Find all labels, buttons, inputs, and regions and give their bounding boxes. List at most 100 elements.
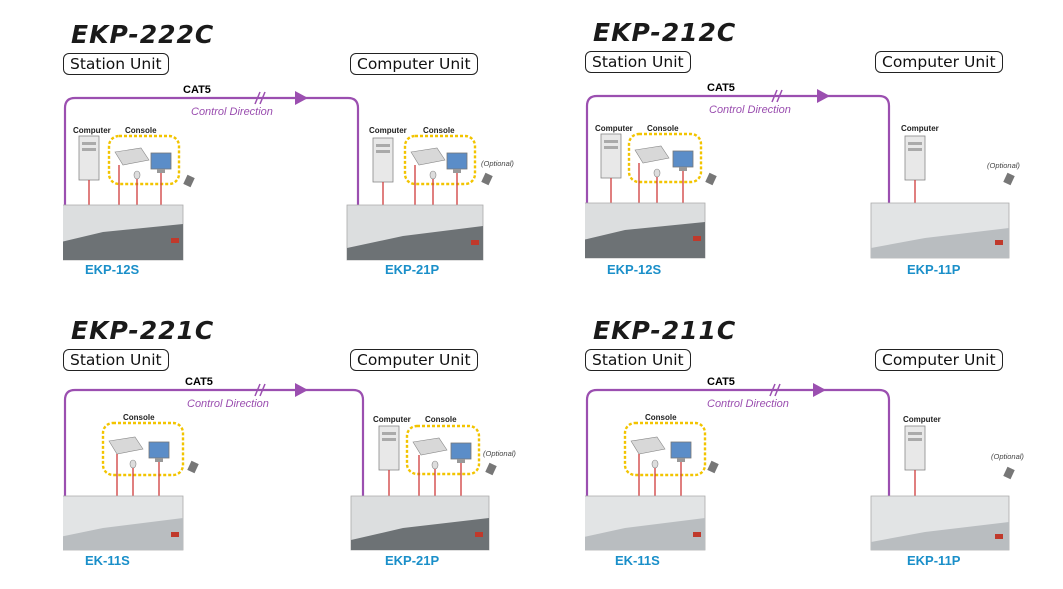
connection-diagram: CAT5 Control Direction Console Computer … bbox=[63, 376, 516, 551]
computer-model-label: EKP-11P bbox=[907, 262, 961, 277]
direction-arrow bbox=[295, 383, 308, 397]
console-label: Console bbox=[425, 415, 457, 424]
computer-label: Computer bbox=[373, 415, 411, 424]
station-model-label: EK-11S bbox=[85, 553, 130, 568]
keyboard-icon bbox=[630, 436, 666, 455]
console-ring bbox=[623, 421, 707, 477]
console-ring bbox=[101, 421, 185, 477]
power-adapter-icon bbox=[183, 174, 195, 188]
station-unit-label: Station Unit bbox=[585, 51, 691, 73]
computer-tower-icon bbox=[78, 135, 100, 181]
power-adapter-icon bbox=[705, 172, 717, 186]
computer-tower-icon bbox=[600, 133, 622, 179]
computer-label: Computer bbox=[901, 124, 939, 133]
connection-diagram: CAT5 Control Direction Computer Console … bbox=[585, 82, 1020, 259]
station-model-label: EK-11S bbox=[615, 553, 660, 568]
power-adapter-icon bbox=[1003, 466, 1015, 480]
panel-title: EKP-221C bbox=[71, 316, 215, 345]
keyboard-icon bbox=[108, 436, 144, 455]
computer-unit-label: Computer Unit bbox=[350, 53, 478, 75]
computer-device-image bbox=[346, 204, 484, 261]
monitor-icon bbox=[450, 442, 472, 463]
computer-model-label: EKP-11P bbox=[907, 553, 961, 568]
keyboard-icon bbox=[412, 437, 448, 456]
power-adapter-icon bbox=[1003, 172, 1015, 186]
monitor-icon bbox=[670, 441, 692, 462]
station-device-image bbox=[63, 204, 184, 261]
console-label: Console bbox=[423, 126, 455, 135]
computer-device-image bbox=[870, 495, 1010, 551]
console-ring bbox=[405, 424, 481, 476]
panel-ekp-211c: EKP-211C Station Unit Computer Unit CAT5… bbox=[585, 296, 1063, 586]
console-ring bbox=[403, 134, 477, 186]
direction-label: Control Direction bbox=[707, 398, 789, 410]
panel-title: EKP-212C bbox=[593, 18, 737, 47]
computer-tower-icon bbox=[372, 137, 394, 183]
mouse-icon bbox=[129, 459, 137, 469]
computer-device-image bbox=[870, 202, 1010, 259]
cat5-cable bbox=[63, 96, 360, 205]
station-model-label: EKP-12S bbox=[85, 262, 140, 277]
computer-label: Computer bbox=[369, 126, 407, 135]
console-ring bbox=[627, 132, 703, 184]
station-model-label: EKP-12S bbox=[607, 262, 662, 277]
direction-label: Control Direction bbox=[187, 398, 269, 410]
direction-label: Control Direction bbox=[191, 106, 273, 118]
panel-title: EKP-211C bbox=[593, 316, 737, 345]
keyboard-icon bbox=[114, 147, 150, 166]
computer-device-image bbox=[350, 495, 490, 551]
cable-label: CAT5 bbox=[183, 84, 211, 96]
console-label: Console bbox=[645, 413, 677, 422]
panel-ekp-221c: EKP-221C Station Unit Computer Unit CAT5… bbox=[63, 296, 563, 586]
cable-label: CAT5 bbox=[707, 82, 735, 94]
panel-ekp-222c: EKP-222C Station Unit Computer Unit CAT5… bbox=[63, 0, 563, 290]
computer-tower-icon bbox=[904, 425, 926, 471]
station-unit-label: Station Unit bbox=[585, 349, 691, 371]
station-device-image bbox=[585, 495, 706, 551]
cat5-cable bbox=[63, 388, 365, 496]
cat5-cable bbox=[585, 94, 891, 203]
computer-unit-label: Computer Unit bbox=[875, 349, 1003, 371]
optional-label: (Optional) bbox=[991, 452, 1024, 461]
console-ring bbox=[107, 134, 181, 186]
monitor-icon bbox=[446, 152, 468, 173]
power-adapter-icon bbox=[707, 460, 719, 474]
optional-label: (Optional) bbox=[987, 161, 1020, 170]
computer-tower-icon bbox=[904, 135, 926, 181]
direction-arrow bbox=[813, 383, 826, 397]
console-label: Console bbox=[123, 413, 155, 422]
mouse-icon bbox=[653, 168, 661, 178]
panel-ekp-212c: EKP-212C Station Unit Computer Unit CAT5… bbox=[585, 0, 1063, 288]
connection-diagram: CAT5 Control Direction Computer Console … bbox=[63, 84, 514, 261]
computer-unit-label: Computer Unit bbox=[875, 51, 1003, 73]
monitor-icon bbox=[148, 441, 170, 462]
direction-arrow bbox=[817, 89, 830, 103]
power-adapter-icon bbox=[485, 462, 497, 476]
computer-label: Computer bbox=[73, 126, 111, 135]
cat5-cable bbox=[585, 388, 891, 496]
computer-unit-label: Computer Unit bbox=[350, 349, 478, 371]
console-label: Console bbox=[647, 124, 679, 133]
power-adapter-icon bbox=[187, 460, 199, 474]
computer-model-label: EKP-21P bbox=[385, 262, 440, 277]
optional-label: (Optional) bbox=[481, 159, 514, 168]
station-device-image bbox=[63, 495, 184, 551]
keyboard-icon bbox=[410, 147, 446, 166]
computer-model-label: EKP-21P bbox=[385, 553, 440, 568]
cable-label: CAT5 bbox=[707, 376, 735, 388]
monitor-icon bbox=[150, 152, 172, 173]
connection-diagram: CAT5 Control Direction Console Computer … bbox=[585, 376, 1024, 551]
keyboard-icon bbox=[634, 145, 670, 164]
station-unit-label: Station Unit bbox=[63, 349, 169, 371]
mouse-icon bbox=[429, 170, 437, 180]
mouse-icon bbox=[431, 460, 439, 470]
station-device-image bbox=[585, 202, 706, 259]
mouse-icon bbox=[133, 170, 141, 180]
computer-label: Computer bbox=[903, 415, 941, 424]
cable-label: CAT5 bbox=[185, 376, 213, 388]
direction-label: Control Direction bbox=[709, 104, 791, 116]
mouse-icon bbox=[651, 459, 659, 469]
monitor-icon bbox=[672, 150, 694, 171]
computer-label: Computer bbox=[595, 124, 633, 133]
computer-tower-icon bbox=[378, 425, 400, 471]
